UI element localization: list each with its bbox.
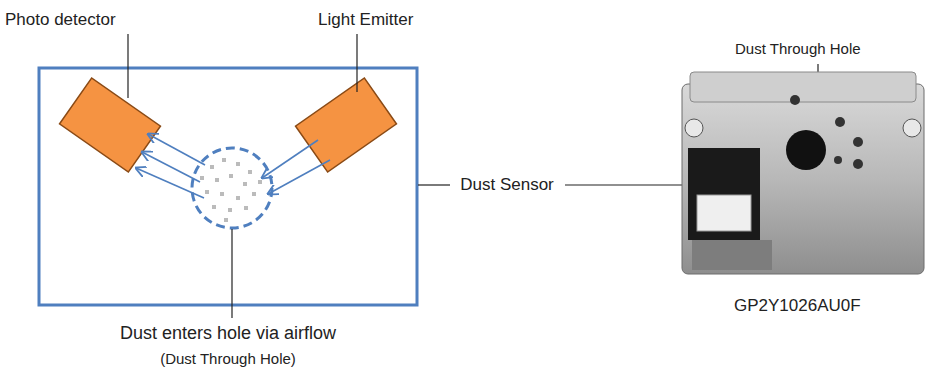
photo-detector xyxy=(60,78,161,172)
model-number: GP2Y1026AU0F xyxy=(734,296,861,316)
callout-label: (Dust Through Hole) xyxy=(160,350,296,367)
sensor-photo xyxy=(682,72,924,274)
dust-hole xyxy=(192,148,272,228)
part-label: Light Emitter xyxy=(318,10,413,30)
part-label: Dust Through Hole xyxy=(735,40,861,57)
part-label: Dust Sensor xyxy=(460,175,554,195)
callout-label: Dust enters hole via airflow xyxy=(120,323,336,344)
sensor-housing xyxy=(39,68,417,305)
dust-particles xyxy=(200,158,262,222)
part-label: Photo detector xyxy=(5,10,116,30)
light-emitter xyxy=(296,78,397,172)
